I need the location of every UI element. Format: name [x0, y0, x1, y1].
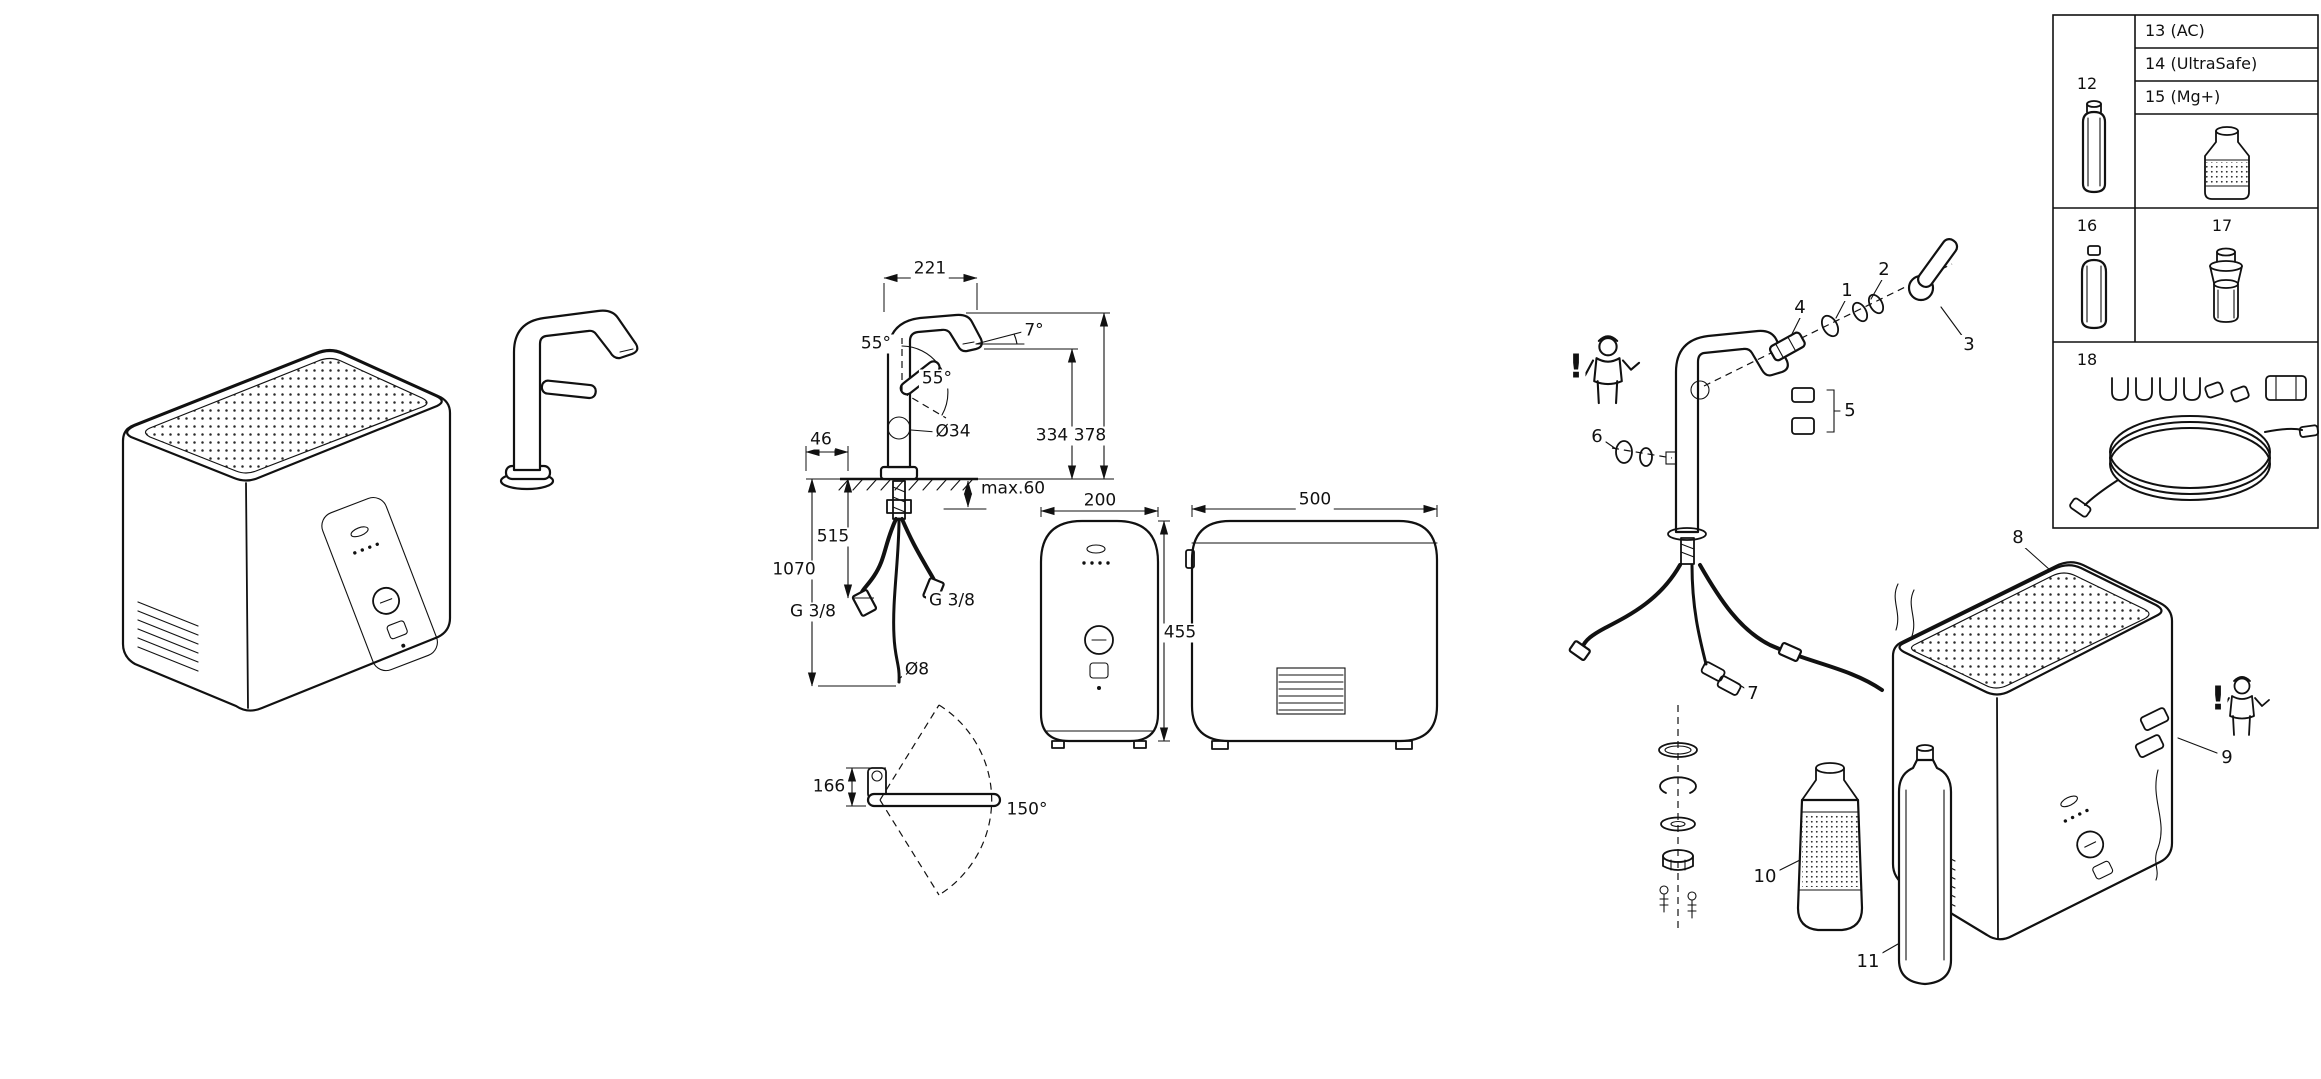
- part-2-ring-b: [1867, 293, 1885, 315]
- callout-5: 5: [1841, 401, 1859, 421]
- installer-figure-2: [2221, 676, 2270, 736]
- filter-hose: [892, 517, 901, 684]
- cooler-isometric: [121, 348, 452, 712]
- filter-icon: [2204, 126, 2250, 200]
- hose-kit-icon: [2069, 375, 2319, 518]
- cooler-exploded: [1891, 561, 2174, 941]
- faucet-handle: [540, 379, 597, 400]
- dim-outlet-height: 334: [1032, 426, 1072, 446]
- installer-warning-2: !: [2208, 678, 2228, 718]
- legend-item-13: 13 (AC): [2142, 22, 2208, 40]
- cooler-side-view: [1185, 504, 1439, 750]
- callout-2: 2: [1875, 260, 1893, 280]
- callout-4: 4: [1791, 298, 1809, 318]
- dim-hose-length-b: 1070: [769, 560, 819, 580]
- dim-handle-angle-b: 55°: [918, 369, 956, 389]
- callout-1: 1: [1838, 281, 1856, 301]
- legend-item-15: 15 (Mg+): [2142, 88, 2224, 106]
- dim-handle-angle-a: 55°: [857, 334, 895, 354]
- co2-cartridge-icon: [2081, 100, 2107, 194]
- legend-item-18: 18: [2073, 351, 2101, 369]
- co2-bottle-icon: [2080, 245, 2108, 330]
- cooler-panel: [2060, 795, 2114, 880]
- parts-table-grid: [2052, 14, 2319, 529]
- part-5-inserts: [1791, 387, 1841, 435]
- legend-item-14: 14 (UltraSafe): [2142, 55, 2261, 73]
- exploded-assembly: [1568, 238, 2270, 986]
- legend-item-12: 12: [2073, 75, 2101, 93]
- supply-hose-right: [900, 517, 936, 582]
- dim-cooler-width: 200: [1080, 491, 1120, 511]
- co2-bottle: [1897, 744, 1953, 986]
- part-1-oring: [1820, 314, 1840, 338]
- callout-3: 3: [1960, 335, 1978, 355]
- dim-spout-reach: 221: [910, 259, 950, 279]
- dim-spout-angle: 7°: [1021, 321, 1047, 341]
- callout-10: 10: [1750, 867, 1780, 887]
- adapter-icon: [2209, 247, 2243, 323]
- dim-cooler-height: 455: [1160, 623, 1200, 643]
- cooler-front-panel: [321, 496, 438, 672]
- installer-warning-1: !: [1566, 346, 1586, 386]
- dim-rear-offset: 46: [807, 430, 835, 450]
- filter-cartridge: [1796, 762, 1864, 932]
- cooler-front-view: [1039, 506, 1170, 749]
- hose-valve: [1690, 563, 1708, 666]
- installer-figure-1: [1583, 335, 1641, 405]
- dim-deck-thickness: max.60: [978, 479, 1049, 499]
- dim-swivel-range: 150°: [1003, 800, 1051, 820]
- hose-to-cooler: [1698, 563, 1884, 692]
- dim-overall-height: 378: [1070, 426, 1110, 446]
- faucet-swivel-drawing: [846, 704, 1002, 896]
- body-diameter-callout: [887, 416, 911, 440]
- callout-7: 7: [1744, 684, 1762, 704]
- part-6-orings: [1611, 440, 1677, 467]
- callout-11: 11: [1853, 952, 1883, 972]
- mounting-hardware-stack: [1658, 705, 1698, 930]
- part-4-insert: [1768, 331, 1806, 362]
- callout-6: 6: [1588, 427, 1606, 447]
- dim-body-diameter: Ø34: [932, 422, 974, 442]
- dim-side-height: 166: [809, 777, 849, 797]
- part-2-ring-a: [1851, 301, 1869, 323]
- dim-cooler-depth: 500: [1295, 490, 1335, 510]
- legend-item-17: 17: [2208, 217, 2236, 235]
- faucet-isometric: [499, 309, 639, 491]
- part-3-handle: [1907, 238, 1959, 302]
- part-7-check-valves: [1700, 661, 1742, 696]
- dim-thread-left: G 3/8: [787, 602, 839, 622]
- dim-hose-length-a: 515: [813, 527, 853, 547]
- callout-8: 8: [2009, 528, 2027, 548]
- dim-hose-diameter: Ø8: [901, 660, 933, 680]
- callout-leaders: [1605, 277, 2218, 957]
- callout-9: 9: [2218, 748, 2236, 768]
- hose-left: [1580, 563, 1682, 650]
- supply-hose-left: [860, 517, 898, 594]
- inlet-hoses: [1894, 583, 1915, 637]
- dim-thread-right: G 3/8: [926, 591, 978, 611]
- part-9-connections: [2134, 707, 2170, 881]
- legend-item-16: 16: [2073, 217, 2101, 235]
- cooler-vent-grille: [137, 601, 199, 672]
